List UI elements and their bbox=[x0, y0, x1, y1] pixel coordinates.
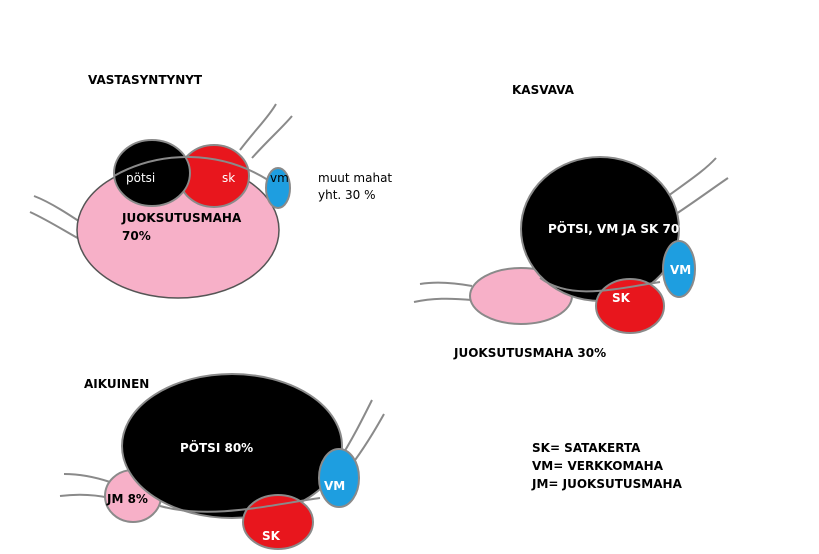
growing-group: KASVAVA PÖTSI, VM JA SK 70% VM SK JUOKSU… bbox=[413, 83, 729, 360]
growing-heading: KASVAVA bbox=[512, 83, 575, 97]
legend: SK= SATAKERTA VM= VERKKOMAHA JM= JUOKSUT… bbox=[531, 441, 683, 491]
adult-sk-label: SK bbox=[262, 529, 281, 543]
newborn-band bbox=[113, 156, 269, 181]
growing-esophagus bbox=[667, 157, 729, 215]
newborn-potsi-label: pötsi bbox=[126, 171, 155, 185]
newborn-note-line1: muut mahat bbox=[318, 171, 392, 185]
legend-jm: JM= JUOKSUTUSMAHA bbox=[531, 477, 683, 491]
adult-intestine bbox=[59, 473, 111, 499]
adult-jm-label: JM 8% bbox=[106, 492, 148, 506]
growing-potsi-label: PÖTSI, VM JA SK 70% bbox=[548, 221, 691, 236]
growing-vm-label: VM bbox=[670, 263, 691, 277]
adult-group: AIKUINEN PÖTSI 80% VM SK JM 8% bbox=[59, 373, 385, 550]
growing-sk-label: SK bbox=[612, 291, 631, 305]
adult-potsi-label: PÖTSI 80% bbox=[180, 440, 253, 455]
growing-jm-label: JUOKSUTUSMAHA 30% bbox=[453, 346, 606, 360]
growing-intestine bbox=[413, 281, 473, 303]
newborn-jm-line1: JUOKSUTUSMAHA bbox=[121, 211, 242, 225]
adult-heading: AIKUINEN bbox=[84, 377, 149, 391]
adult-vm-label: VM bbox=[324, 479, 345, 493]
growing-sk-shape bbox=[595, 278, 665, 334]
adult-sk-shape bbox=[242, 494, 314, 550]
newborn-vm-label: vm bbox=[270, 171, 289, 185]
growing-band bbox=[539, 277, 661, 293]
legend-sk: SK= SATAKERTA bbox=[532, 441, 641, 455]
newborn-esophagus bbox=[239, 103, 293, 159]
newborn-sk-label: sk bbox=[222, 171, 235, 185]
newborn-vm-shape bbox=[265, 167, 291, 209]
legend-vm: VM= VERKKOMAHA bbox=[532, 459, 664, 473]
adult-vm-shape bbox=[318, 448, 360, 508]
adult-band bbox=[159, 497, 321, 513]
newborn-potsi-shape bbox=[113, 139, 191, 207]
adult-potsi-shape bbox=[121, 373, 343, 519]
newborn-jm-line2: 70% bbox=[122, 229, 151, 243]
newborn-note-line2: yht. 30 % bbox=[318, 188, 376, 202]
newborn-group: VASTASYNTYNYT pötsi sk vm muut mahat yht… bbox=[29, 73, 392, 299]
growing-vm-shape bbox=[662, 240, 696, 298]
newborn-heading: VASTASYNTYNYT bbox=[88, 73, 203, 87]
